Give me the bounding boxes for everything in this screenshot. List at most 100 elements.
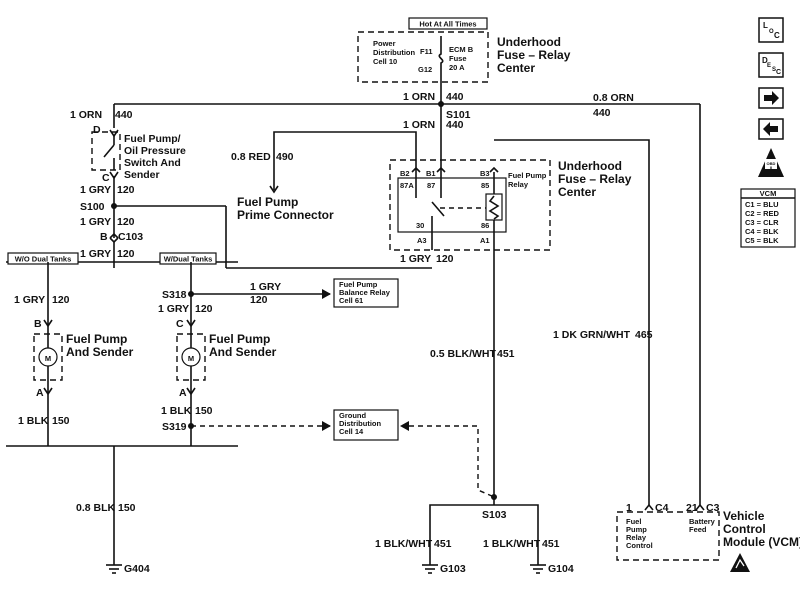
pin-c2-label: C (176, 318, 184, 330)
prime-connector-symbol (269, 185, 279, 194)
relay-label2: Relay (508, 180, 529, 189)
wire-440-num-top: 440 (446, 91, 464, 103)
fpbr-line3: Cell 61 (339, 296, 363, 305)
wire-120-left-num: 120 (52, 294, 70, 306)
underhood-relay-line3: Center (558, 185, 596, 199)
vcm-c4-connector (644, 503, 654, 511)
wire-440-relay-label: 1 ORN (403, 119, 435, 131)
arrow-to-ground-distribution (322, 421, 331, 431)
vcm-box (616, 511, 720, 561)
wire-150-right-num: 150 (195, 405, 213, 417)
vcm-c4: C4 (655, 502, 669, 514)
wire-451-g104-label: 1 BLK/WHT (483, 538, 541, 550)
vcm-fprc-line2: Pump (626, 525, 647, 534)
left-pump-motor-icon (38, 347, 58, 367)
pin-c-label: C (102, 172, 110, 184)
g404-label: G404 (124, 563, 150, 575)
vcm-c3: C3 (706, 502, 720, 514)
ecm-fuse-line2: Fuse (449, 54, 467, 63)
w-dual-tanks-box (159, 252, 217, 265)
pin-b-label: B (34, 318, 42, 330)
gd-line3: Cell 14 (339, 427, 364, 436)
wire-440-left-label: 1 ORN (70, 109, 102, 121)
pdc-line3: Cell 10 (373, 57, 397, 66)
vcm-fprc-line1: Fuel (626, 517, 641, 526)
arrow-left-icon[interactable] (758, 118, 784, 140)
fpops-line4: Sender (124, 169, 160, 181)
splice-s101 (438, 101, 444, 107)
underhood-relay-line1: Underhood (558, 159, 622, 173)
relay-b2: B2 (400, 169, 410, 178)
vcm-legend-c5: C5 = BLK (745, 236, 779, 245)
wire-465-label: 1 DK GRN/WHT (553, 329, 631, 341)
wo-dual-tanks-box (7, 252, 79, 265)
right-pump-box (176, 333, 206, 381)
description-icon[interactable]: D E S C (758, 52, 784, 78)
ecm-fuse-line1: ECM B (449, 45, 474, 54)
wire-451-to-grounds (429, 504, 539, 565)
prime-connector-line2: Prime Connector (237, 208, 334, 222)
pdc-line2: Distribution (373, 48, 415, 57)
pin-a-label: A (36, 387, 44, 399)
vcm-fprc-line3: Relay (626, 533, 647, 542)
relay-b1: B1 (426, 169, 436, 178)
gd-line2: Distribution (339, 419, 381, 428)
vcm-title-line2: Control (723, 522, 766, 536)
ground-distribution-box (333, 409, 399, 441)
desc-e: E (767, 63, 771, 69)
underhood-top-line1: Underhood (497, 35, 561, 49)
c103-connector-up (109, 232, 119, 239)
balance-relay-box (333, 278, 399, 308)
g103-label: G103 (440, 563, 466, 575)
loc-o: O (769, 29, 774, 35)
fpops-line2: Oil Pressure (124, 145, 186, 157)
c103-label: C103 (118, 231, 143, 243)
wire-120-right-num: 120 (195, 303, 213, 315)
right-pump-motor-icon (181, 347, 201, 367)
pin-a2-label: A (179, 387, 187, 399)
wire-451-g104-num: 451 (542, 538, 560, 550)
desc-d: D (762, 56, 768, 65)
splice-s319-label: S319 (162, 421, 187, 433)
relay-b3-connector (489, 166, 499, 173)
obd-label2: II (770, 165, 772, 170)
ecm-fuse-line3: 20 A (449, 63, 465, 72)
left-pump-box (33, 333, 63, 381)
right-motor-m: M (188, 354, 194, 363)
g104-label: G104 (548, 563, 574, 575)
vcm-legend-c2: C2 = RED (745, 209, 780, 218)
w-dual-tanks-label: W/Dual Tanks (164, 255, 213, 264)
arrow-right-icon[interactable] (758, 87, 784, 109)
wire-465 (494, 139, 650, 505)
location-icon[interactable]: L O C (758, 17, 784, 43)
wire-120-relay-num: 120 (436, 253, 454, 265)
vcm-pin1: 1 (626, 502, 632, 514)
wire-120-balance-num: 120 (250, 294, 268, 306)
wire-120-left-label: 1 GRY (14, 294, 45, 306)
wire-120-balance-label: 1 GRY (250, 281, 281, 293)
loc-l: L (763, 21, 768, 30)
c103-pin-b: B (100, 231, 108, 243)
pin-d-label: D (93, 124, 101, 136)
vcm-fprc-line4: Control (626, 541, 653, 550)
wire-440-vcm-label: 0.8 ORN (593, 92, 634, 104)
underhood-fuse-box-top (357, 31, 489, 83)
vcm-connector-legend: VCM C1 = BLU C2 = RED C3 = CLR C4 = BLK … (740, 188, 796, 248)
wire-150-g404-label: 0.8 BLK (76, 502, 116, 514)
vcm-legend-c4: C4 = BLK (745, 227, 779, 236)
vcm-c3-connector (695, 503, 705, 511)
wire-120-num-b: 120 (117, 216, 135, 228)
wire-440-left-num: 440 (115, 109, 133, 121)
wire-440-vcm-num: 440 (593, 107, 611, 119)
wire-120-label-b: 1 GRY (80, 216, 111, 228)
wire-150-g404-num: 150 (118, 502, 136, 514)
wire-440-relay-num: 440 (446, 119, 464, 131)
wire-451-g103-label: 1 BLK/WHT (375, 538, 433, 550)
fpbr-line1: Fuel Pump (339, 280, 378, 289)
relay-a1: A1 (480, 236, 490, 245)
vcm-pin21: 21 (686, 502, 698, 514)
relay-87: 87 (427, 181, 435, 190)
vcm-legend-c1: C1 = BLU (745, 200, 779, 209)
obd-ii-icon[interactable]: OBD II (758, 148, 784, 177)
